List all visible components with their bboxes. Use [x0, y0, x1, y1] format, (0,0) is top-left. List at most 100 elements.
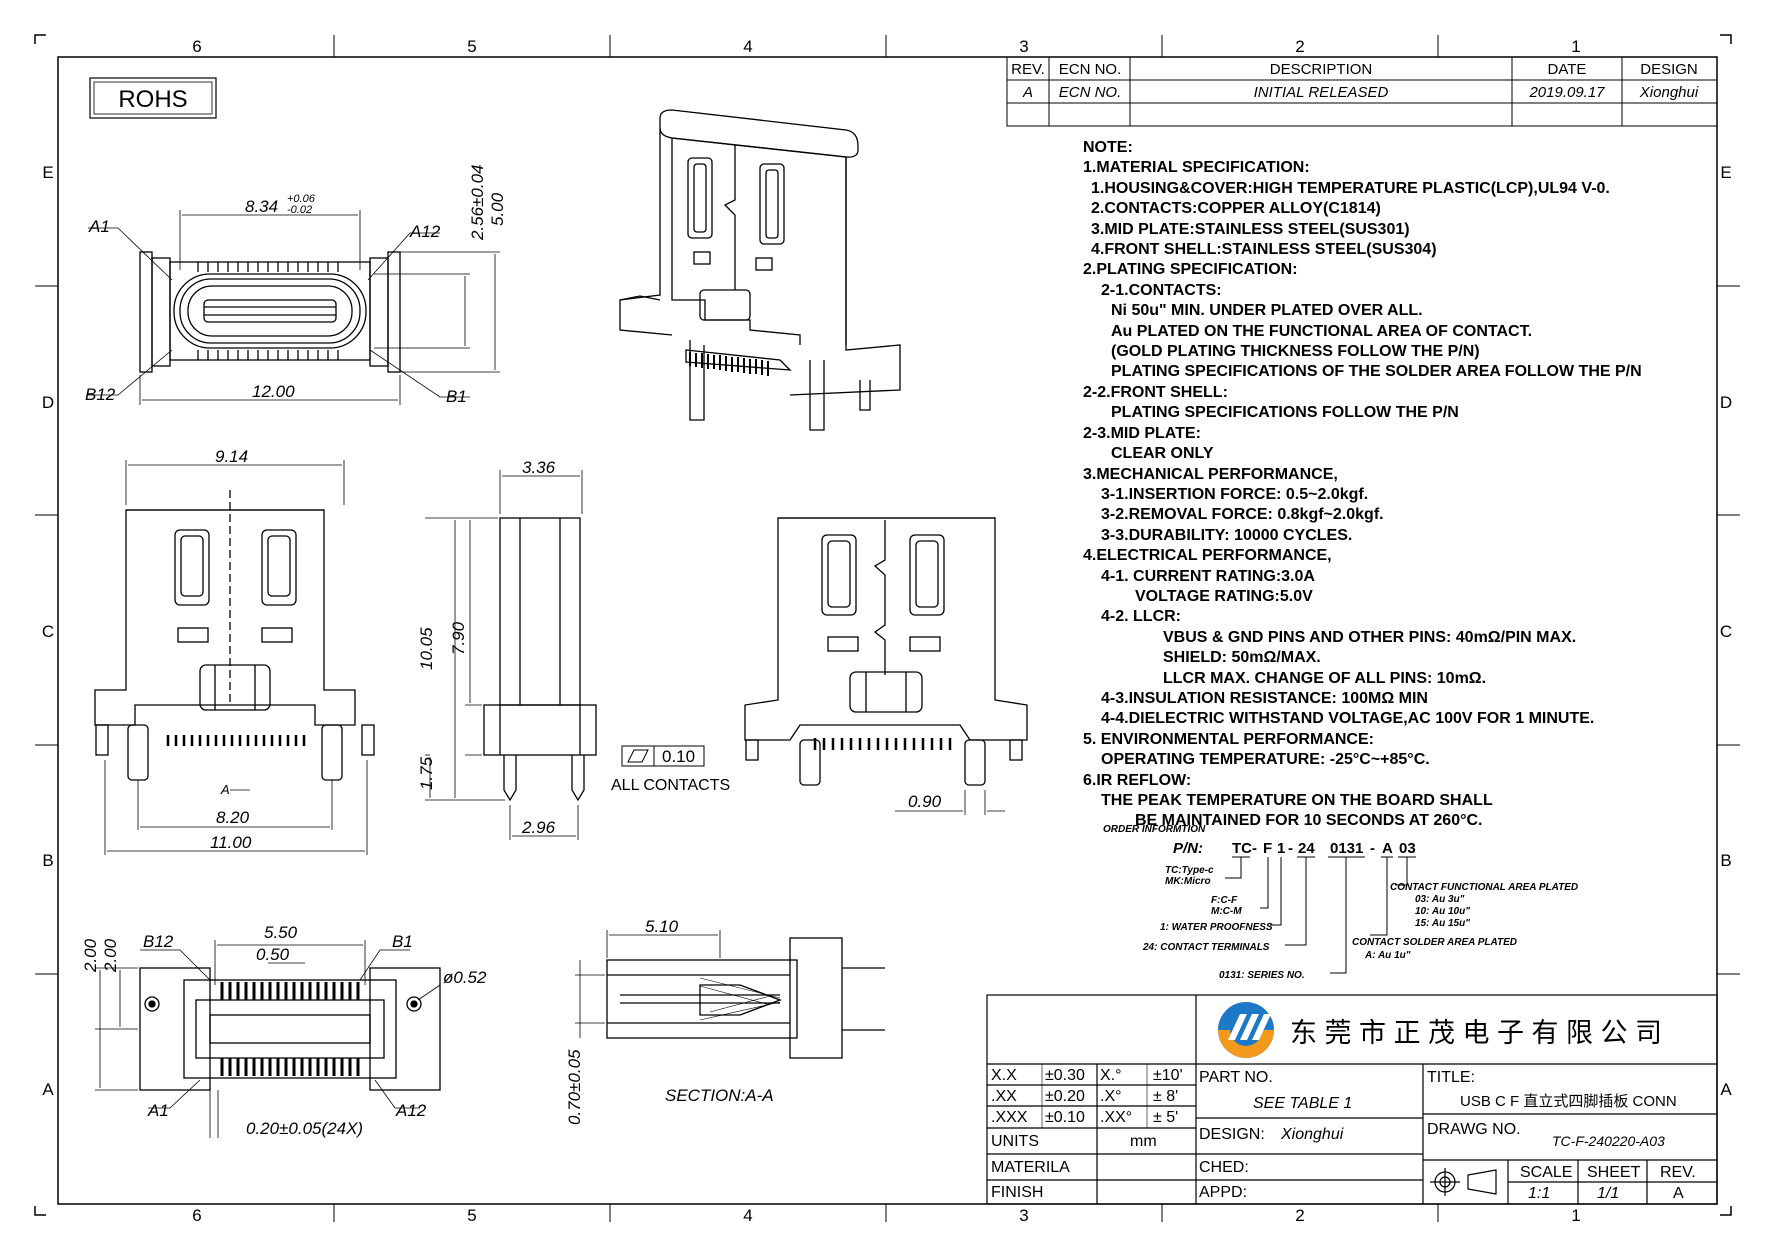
rev-row-design: Xionghui [1639, 84, 1699, 101]
iso-pins [689, 352, 769, 376]
note-line: SHIELD: 50mΩ/MAX. [1163, 649, 1321, 667]
rev-head-ecn: ECN NO. [1059, 61, 1122, 78]
dim-bot-050: 0.50 [256, 945, 290, 964]
label-b12-bottom: B12 [143, 932, 174, 951]
legend-func-4: 15: Au 15u" [1415, 918, 1470, 929]
section-view [575, 930, 885, 1059]
note-line: 4.FRONT SHELL:STAINLESS STEEL(SUS304) [1091, 241, 1437, 259]
note-line: 2-3.MID PLATE: [1083, 424, 1201, 442]
front-view [94, 460, 375, 855]
zone-row-b-r: B [1720, 851, 1731, 870]
zone-col-6: 6 [192, 37, 201, 56]
zone-row-a-r: A [1720, 1080, 1732, 1099]
note-line: 2.CONTACTS:COPPER ALLOY(C1814) [1091, 200, 1381, 218]
tol-r2-c2: ±0.20 [1045, 1088, 1085, 1105]
legend-series: 0131: SERIES NO. [1219, 970, 1305, 981]
zone-col-6-b: 6 [192, 1206, 201, 1225]
tol-r1-c4: ±10' [1153, 1067, 1183, 1084]
tol-r3-c2: ±0.10 [1045, 1109, 1085, 1126]
part-no-value: SEE TABLE 1 [1253, 1095, 1352, 1112]
dim-side-1005: 10.05 [417, 627, 436, 670]
zone-col-2-b: 2 [1295, 1206, 1304, 1225]
zone-col-4: 4 [743, 37, 752, 56]
zone-col-2: 2 [1295, 37, 1304, 56]
legend-solder-1: CONTACT SOLDER AREA PLATED [1352, 937, 1517, 948]
sheet-label: SHEET [1587, 1164, 1641, 1181]
note-line: 5. ENVIRONMENTAL PERFORMANCE: [1083, 730, 1374, 748]
note-line: NOTE: [1083, 139, 1133, 156]
zone-row-c-r: C [1720, 622, 1732, 641]
dim-top-500: 5.00 [488, 192, 507, 226]
side-view [425, 470, 705, 840]
company-name: 东 莞 市 正 茂 电 子 有 限 公 司 [1290, 1018, 1662, 1048]
zone-row-d: D [42, 393, 54, 412]
dim-front-1100: 11.00 [210, 833, 252, 852]
dim-rear-090: 0.90 [908, 792, 942, 811]
scale-label: SCALE [1520, 1164, 1572, 1181]
tol-r1-c3: X.° [1100, 1067, 1122, 1084]
dim-front-914: 9.14 [215, 447, 248, 466]
tol-r1-c2: ±0.30 [1045, 1067, 1085, 1084]
rear-pins [813, 738, 952, 750]
legend-func-1: CONTACT FUNCTIONAL AREA PLATED [1390, 882, 1578, 893]
zone-row-d-r: D [1720, 393, 1732, 412]
zone-row-c: C [42, 622, 54, 641]
legend-terminals: 24: CONTACT TERMINALS [1142, 942, 1270, 953]
dim-bot-200a: 2.00 [81, 938, 100, 973]
label-a1-top: A1 [88, 217, 110, 236]
label-a12-bottom: A12 [395, 1101, 427, 1120]
note-line: 3-3.DURABILITY: 10000 CYCLES. [1101, 526, 1353, 544]
legend-type-2: MK:Micro [1165, 876, 1211, 887]
dim-bot-pitch: 0.20±0.05(24X) [246, 1119, 363, 1138]
zone-col-1-b: 1 [1571, 1206, 1580, 1225]
note-line: 2-2.FRONT SHELL: [1083, 383, 1228, 401]
title-label: TITLE: [1427, 1069, 1475, 1086]
units-value: mm [1130, 1133, 1157, 1150]
ched-label: CHED: [1199, 1159, 1249, 1176]
pn-dash1: - [1252, 840, 1257, 857]
dim-bot-200b: 2.00 [101, 938, 120, 973]
note-line: 3.MECHANICAL PERFORMANCE, [1083, 465, 1338, 483]
top-view [88, 210, 500, 405]
isometric-view [619, 109, 901, 431]
tol-r2-c4: ± 8' [1153, 1088, 1178, 1105]
note-line: 3-1.INSERTION FORCE: 0.5~2.0kgf. [1101, 485, 1369, 503]
legend-func-3: 10: Au 10u" [1415, 906, 1470, 917]
note-line: PLATING SPECIFICATIONS OF THE SOLDER ARE… [1111, 363, 1642, 381]
legend-func-2: 03: Au 3u" [1415, 894, 1465, 905]
specification-notes: NOTE: 1.MATERIAL SPECIFICATION: 1.HOUSING&… [1083, 138, 1642, 832]
note-line: (GOLD PLATING THICKNESS FOLLOW THE P/N) [1111, 343, 1480, 361]
rev-row-ecn: ECN NO. [1059, 84, 1122, 101]
pn-24: 24 [1298, 840, 1315, 857]
tol-r3-c1: .XXX [991, 1109, 1028, 1126]
title-block [986, 994, 1718, 1205]
note-line: CLEAR ONLY [1111, 445, 1214, 463]
note-line: 1.MATERIAL SPECIFICATION: [1083, 159, 1310, 177]
finish-label: FINISH [991, 1184, 1043, 1201]
note-line: PLATING SPECIFICATIONS FOLLOW THE P/N [1111, 404, 1459, 422]
note-line: OPERATING TEMPERATURE: -25°C~+85°C. [1101, 751, 1430, 769]
zone-col-1: 1 [1571, 37, 1580, 56]
note-line: Au PLATED ON THE FUNCTIONAL AREA OF CONT… [1111, 322, 1533, 340]
corner-marks [34, 34, 1732, 1216]
zone-col-5: 5 [467, 37, 476, 56]
section-mark-a: A [220, 782, 230, 797]
dim-sec-070: 0.70±0.05 [565, 1049, 584, 1125]
note-line: 3.MID PLATE:STAINLESS STEEL(SUS301) [1091, 220, 1410, 238]
rohs-box [89, 77, 217, 119]
dim-top-256: 2.56±0.04 [468, 164, 487, 241]
design-label: DESIGN: [1199, 1126, 1265, 1143]
zone-col-3: 3 [1019, 37, 1028, 56]
dim-sec-510: 5.10 [645, 917, 679, 936]
pn-0131: 0131 [1330, 840, 1363, 857]
note-line: 4.ELECTRICAL PERFORMANCE, [1083, 547, 1332, 565]
all-contacts-label: ALL CONTACTS [611, 777, 730, 794]
pn-f: F [1263, 840, 1272, 857]
note-line: 4-1. CURRENT RATING:3.0A [1101, 567, 1315, 585]
rev-label: REV. [1660, 1164, 1696, 1181]
note-line: THE PEAK TEMPERATURE ON THE BOARD SHALL [1101, 792, 1493, 809]
note-line: 1.HOUSING&COVER:HIGH TEMPERATURE PLASTIC… [1091, 179, 1610, 197]
note-line: 3-2.REMOVAL FORCE: 0.8kgf~2.0kgf. [1101, 506, 1384, 524]
dim-side-175: 1.75 [417, 756, 436, 790]
note-line: LLCR MAX. CHANGE OF ALL PINS: 10mΩ. [1163, 669, 1487, 687]
